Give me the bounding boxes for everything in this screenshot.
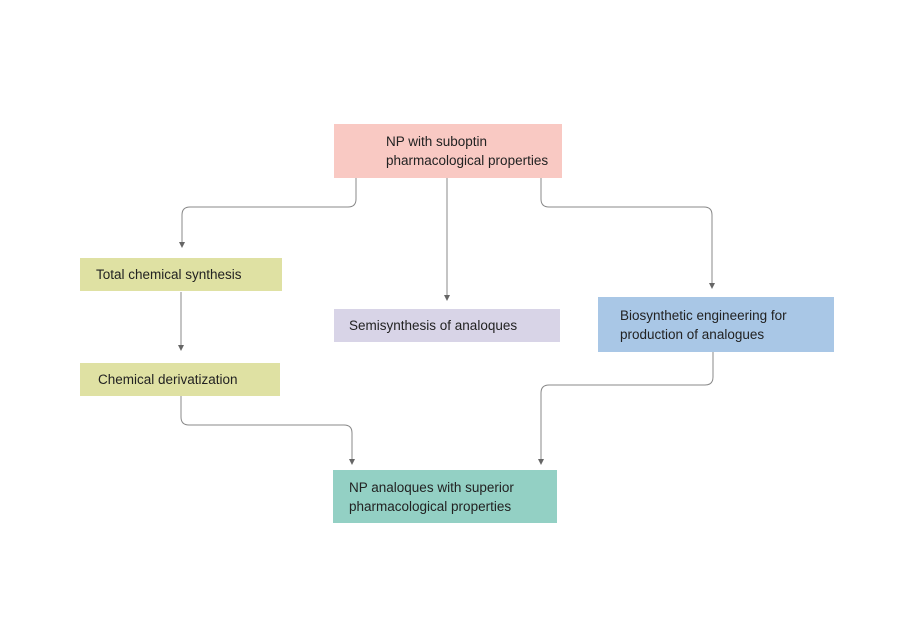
node-label: production of analogues [620,326,765,342]
node-semisynthesis: Semisynthesis of analoques [334,309,560,342]
node-chemical-derivatization: Chemical derivatization [80,363,280,396]
node-biosynthetic-engineering: Biosynthetic engineering for production o… [598,297,834,352]
edge-top-to-total [179,178,357,248]
node-np-analoques-superior: NP analoques with superior pharmacologica… [333,470,557,523]
edge-top-to-biosynthetic [540,178,715,289]
node-label: Semisynthesis of analoques [349,318,518,333]
node-label: Chemical derivatization [98,372,238,387]
node-label: NP with suboptin [386,134,488,149]
node-label: Total chemical synthesis [96,267,242,282]
node-label: Biosynthetic engineering for [620,307,787,323]
edge-derivatization-to-bottom [180,396,355,465]
node-np-suboptimal: NP with suboptin pharmacological properti… [334,124,562,178]
node-label: pharmacological properties [349,498,512,514]
node-label: NP analoques with superior [349,479,514,495]
node-total-synthesis: Total chemical synthesis [80,258,282,291]
edge-biosynthetic-to-bottom [538,352,714,465]
node-label: pharmacological properties [386,153,549,168]
